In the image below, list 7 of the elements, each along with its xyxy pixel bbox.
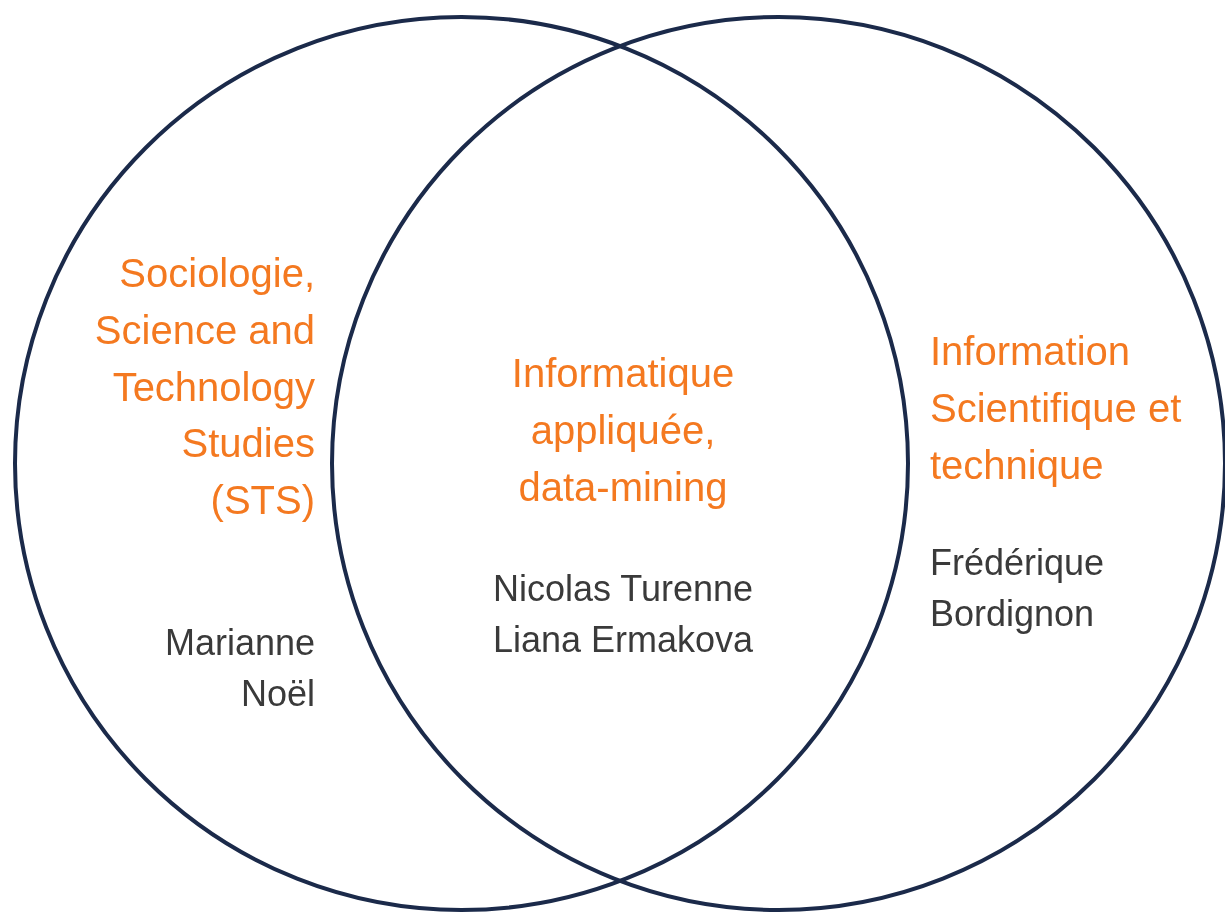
person-name: Frédérique Bordignon [930, 541, 1106, 637]
person-name: Marianne Noël [163, 621, 315, 717]
category-heading: Sociologie, Science and Technology Studies (STS) [93, 250, 315, 525]
category-heading: Informatique appliquée, data-mining [510, 350, 736, 511]
person-name: Nicolas Turenne Liana Ermakova [491, 567, 755, 663]
venn-circle [13, 15, 910, 912]
category-heading: Information Scientifique et technique [930, 328, 1183, 489]
